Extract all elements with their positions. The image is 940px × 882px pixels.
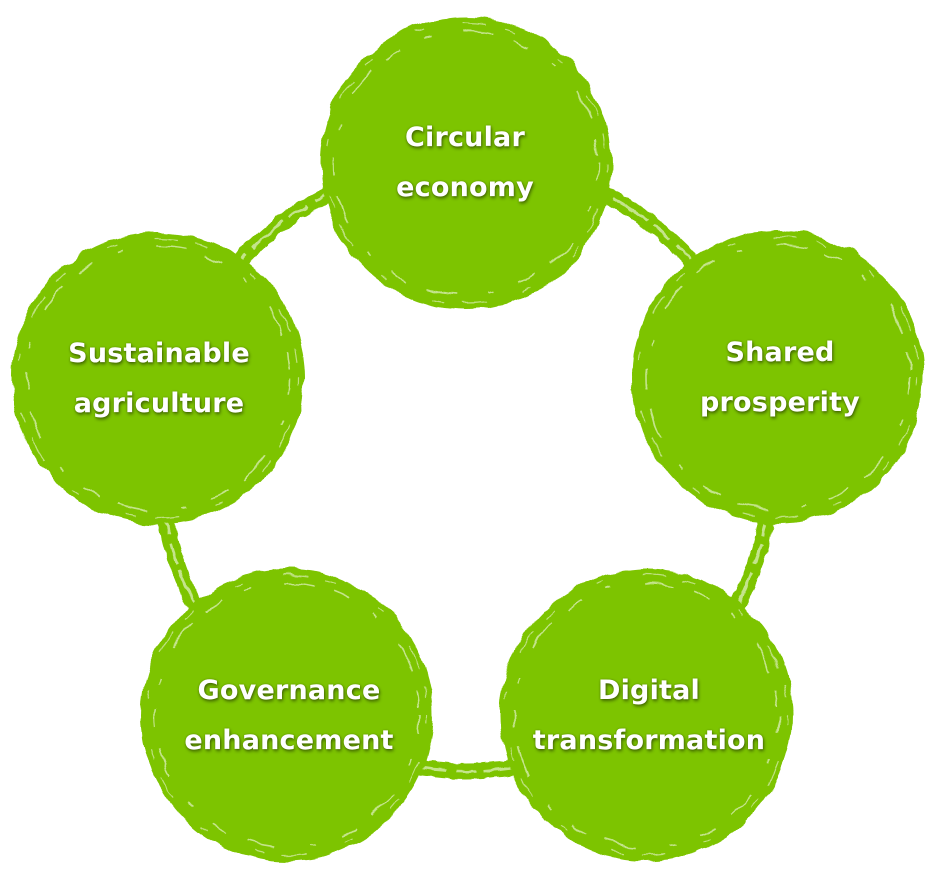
- node-label-sustainable-agriculture: Sustainable agriculture: [29, 329, 289, 429]
- node-sustainable-agriculture: [12, 232, 304, 524]
- node-texture: [505, 574, 787, 856]
- node-shared-prosperity: [632, 231, 924, 523]
- node-texture: [333, 30, 599, 296]
- node-label-digital-transformation: Digital transformation: [519, 666, 779, 766]
- node-circular-economy: [320, 17, 612, 309]
- node-texture: [325, 22, 607, 304]
- node-label-circular-economy: Circular economy: [335, 113, 595, 213]
- node-label-line: transformation: [532, 725, 766, 756]
- node-governance-enhancement: [141, 569, 433, 861]
- node-texture: [17, 237, 299, 519]
- node-texture: [645, 244, 911, 510]
- node-label-line: agriculture: [73, 388, 245, 419]
- node-label-line: economy: [396, 172, 534, 203]
- node-circle: [141, 569, 433, 861]
- node-circle: [632, 231, 924, 523]
- node-texture: [513, 582, 779, 848]
- node-label-line: Digital: [597, 675, 701, 706]
- node-label-governance-enhancement: Governance enhancement: [159, 666, 419, 766]
- node-label-line: enhancement: [184, 725, 394, 756]
- node-layer: [12, 17, 924, 861]
- node-digital-transformation: [500, 569, 792, 861]
- node-circle: [12, 232, 304, 524]
- node-texture: [154, 582, 420, 848]
- node-label-line: Circular: [404, 122, 525, 153]
- node-texture: [637, 236, 919, 518]
- node-circle: [320, 17, 612, 309]
- node-label-line: Sustainable: [68, 338, 250, 369]
- node-label-line: Governance: [197, 675, 381, 706]
- node-texture: [146, 574, 428, 856]
- node-texture: [25, 245, 291, 511]
- node-circle: [500, 569, 792, 861]
- node-label-line: prosperity: [700, 387, 860, 418]
- node-label-shared-prosperity: Shared prosperity: [650, 328, 910, 428]
- node-label-line: Shared: [725, 337, 835, 368]
